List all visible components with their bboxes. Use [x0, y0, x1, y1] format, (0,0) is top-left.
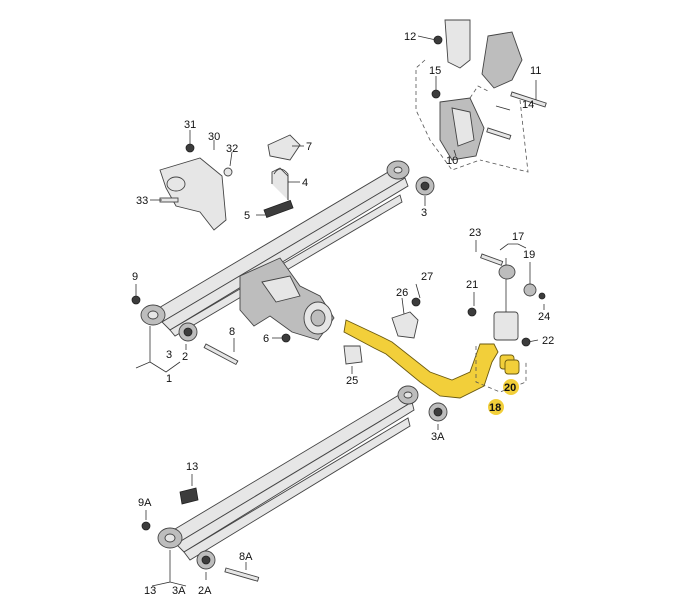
- callout-30: 30: [208, 131, 220, 143]
- callout-18-marker: [488, 399, 504, 415]
- callout-24: 24: [538, 311, 550, 323]
- axle-housing: [239, 257, 335, 341]
- callout-13-upper: 13: [186, 461, 198, 473]
- callout-2A: 2A: [198, 585, 212, 597]
- callout-27: 27: [421, 271, 433, 283]
- callout-2: 2: [182, 351, 188, 363]
- callout-15: 15: [429, 65, 441, 77]
- callout-10: 10: [446, 155, 458, 167]
- callout-25: 25: [346, 375, 358, 387]
- spring-mount-bracket-left: [159, 143, 233, 231]
- upper-leaf-spring: [140, 160, 410, 337]
- callout-33: 33: [136, 195, 148, 207]
- callout-23: 23: [469, 227, 481, 239]
- callout-31: 31: [184, 119, 196, 131]
- lower-leaf-spring: [141, 385, 448, 582]
- callout-3A-lower: 3A: [172, 585, 186, 597]
- callout-9: 9: [132, 271, 138, 283]
- leader-lines: [135, 35, 545, 587]
- callout-18: 18: [489, 402, 501, 414]
- callout-3A: 3A: [431, 431, 445, 443]
- callout-4: 4: [302, 177, 308, 189]
- callout-labels: 12 15 11 14 10 31 30 32 33 7 4 5 3 9 8 6…: [132, 31, 554, 597]
- callout-12: 12: [404, 31, 416, 43]
- callout-14: 14: [522, 99, 534, 111]
- stabilizer-mount-parts: [343, 253, 546, 393]
- callout-13-lower: 13: [144, 585, 156, 597]
- callout-19: 19: [523, 249, 535, 261]
- callout-21: 21: [466, 279, 478, 291]
- callout-6: 6: [263, 333, 269, 345]
- callout-8A: 8A: [239, 551, 253, 563]
- body-bracket-group: [415, 19, 547, 173]
- callout-1: 1: [166, 373, 172, 385]
- callout-20: 20: [504, 382, 516, 394]
- callout-17: 17: [512, 231, 524, 243]
- callout-20-marker: [503, 379, 519, 395]
- callout-26: 26: [396, 287, 408, 299]
- callout-3-upper: 3: [421, 207, 427, 219]
- callout-22: 22: [542, 335, 554, 347]
- callout-3: 3: [166, 349, 172, 361]
- callout-11: 11: [530, 65, 541, 77]
- u-bolt-parts: [263, 134, 301, 219]
- callout-8: 8: [229, 326, 235, 338]
- callout-9A: 9A: [138, 497, 152, 509]
- callout-32: 32: [226, 143, 238, 155]
- stabilizer-bar: [343, 319, 520, 399]
- upper-bushings: [131, 176, 435, 366]
- callout-5: 5: [244, 210, 250, 222]
- callout-7: 7: [306, 141, 312, 153]
